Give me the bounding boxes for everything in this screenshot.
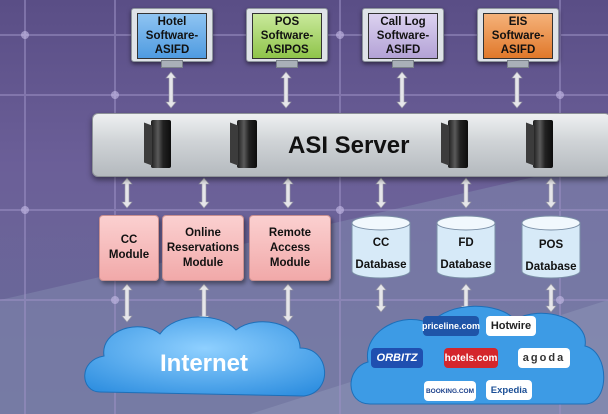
cc-database: CC Database	[351, 215, 411, 279]
database-icon	[436, 215, 496, 279]
monitor-pos-label: POS Software- ASIPOS	[252, 13, 322, 59]
hotels-logo: hotels.com	[444, 348, 498, 368]
server-title: ASI Server	[288, 132, 410, 159]
arrow-calllog-server	[396, 71, 408, 109]
monitor-eis-software: EIS Software- ASIFD	[477, 8, 559, 68]
arrow-pos-server	[280, 71, 292, 109]
cc-module: CC Module	[99, 215, 159, 281]
database-name: FD	[458, 237, 474, 249]
priceline-logo: priceline.com	[422, 316, 480, 336]
booking-logo: BOOKING.COM	[424, 381, 476, 401]
asi-server: ASI Server	[92, 113, 608, 177]
expedia-logo: Expedia	[486, 380, 532, 400]
database-name: CC	[372, 237, 390, 249]
database-sub: Database	[525, 261, 577, 273]
arrow-eis-server	[511, 71, 523, 109]
monitor-eis-label: EIS Software- ASIFD	[483, 13, 553, 59]
monitor-calllog-label: Call Log Software- ASIFD	[368, 13, 438, 59]
monitor-hotel-label: Hotel Software- ASIFD	[137, 13, 207, 59]
online-reservations-module: Online Reservations Module	[162, 215, 244, 281]
agoda-logo: agoda	[518, 348, 570, 368]
hotwire-logo: Hotwire	[486, 316, 536, 336]
orbitz-logo: ORBITZ	[371, 348, 423, 368]
internet-label: Internet	[160, 350, 249, 377]
remote-access-module: Remote Access Module	[249, 215, 331, 281]
server-rack-icon	[533, 120, 553, 168]
internet-cloud	[84, 316, 326, 397]
database-name: POS	[538, 239, 564, 251]
database-sub: Database	[355, 259, 407, 271]
database-sub: Database	[440, 259, 492, 271]
monitor-pos-software: POS Software- ASIPOS	[246, 8, 328, 68]
monitor-calllog-software: Call Log Software- ASIFD	[362, 8, 444, 68]
server-rack-icon	[448, 120, 468, 168]
arrow-hotel-server	[165, 71, 177, 109]
database-icon	[521, 215, 581, 279]
pos-database: POS Database	[521, 215, 581, 279]
server-rack-icon	[151, 120, 171, 168]
fd-database: FD Database	[436, 215, 496, 279]
database-icon	[351, 215, 411, 279]
server-rack-icon	[237, 120, 257, 168]
monitor-hotel-software: Hotel Software- ASIFD	[131, 8, 213, 68]
